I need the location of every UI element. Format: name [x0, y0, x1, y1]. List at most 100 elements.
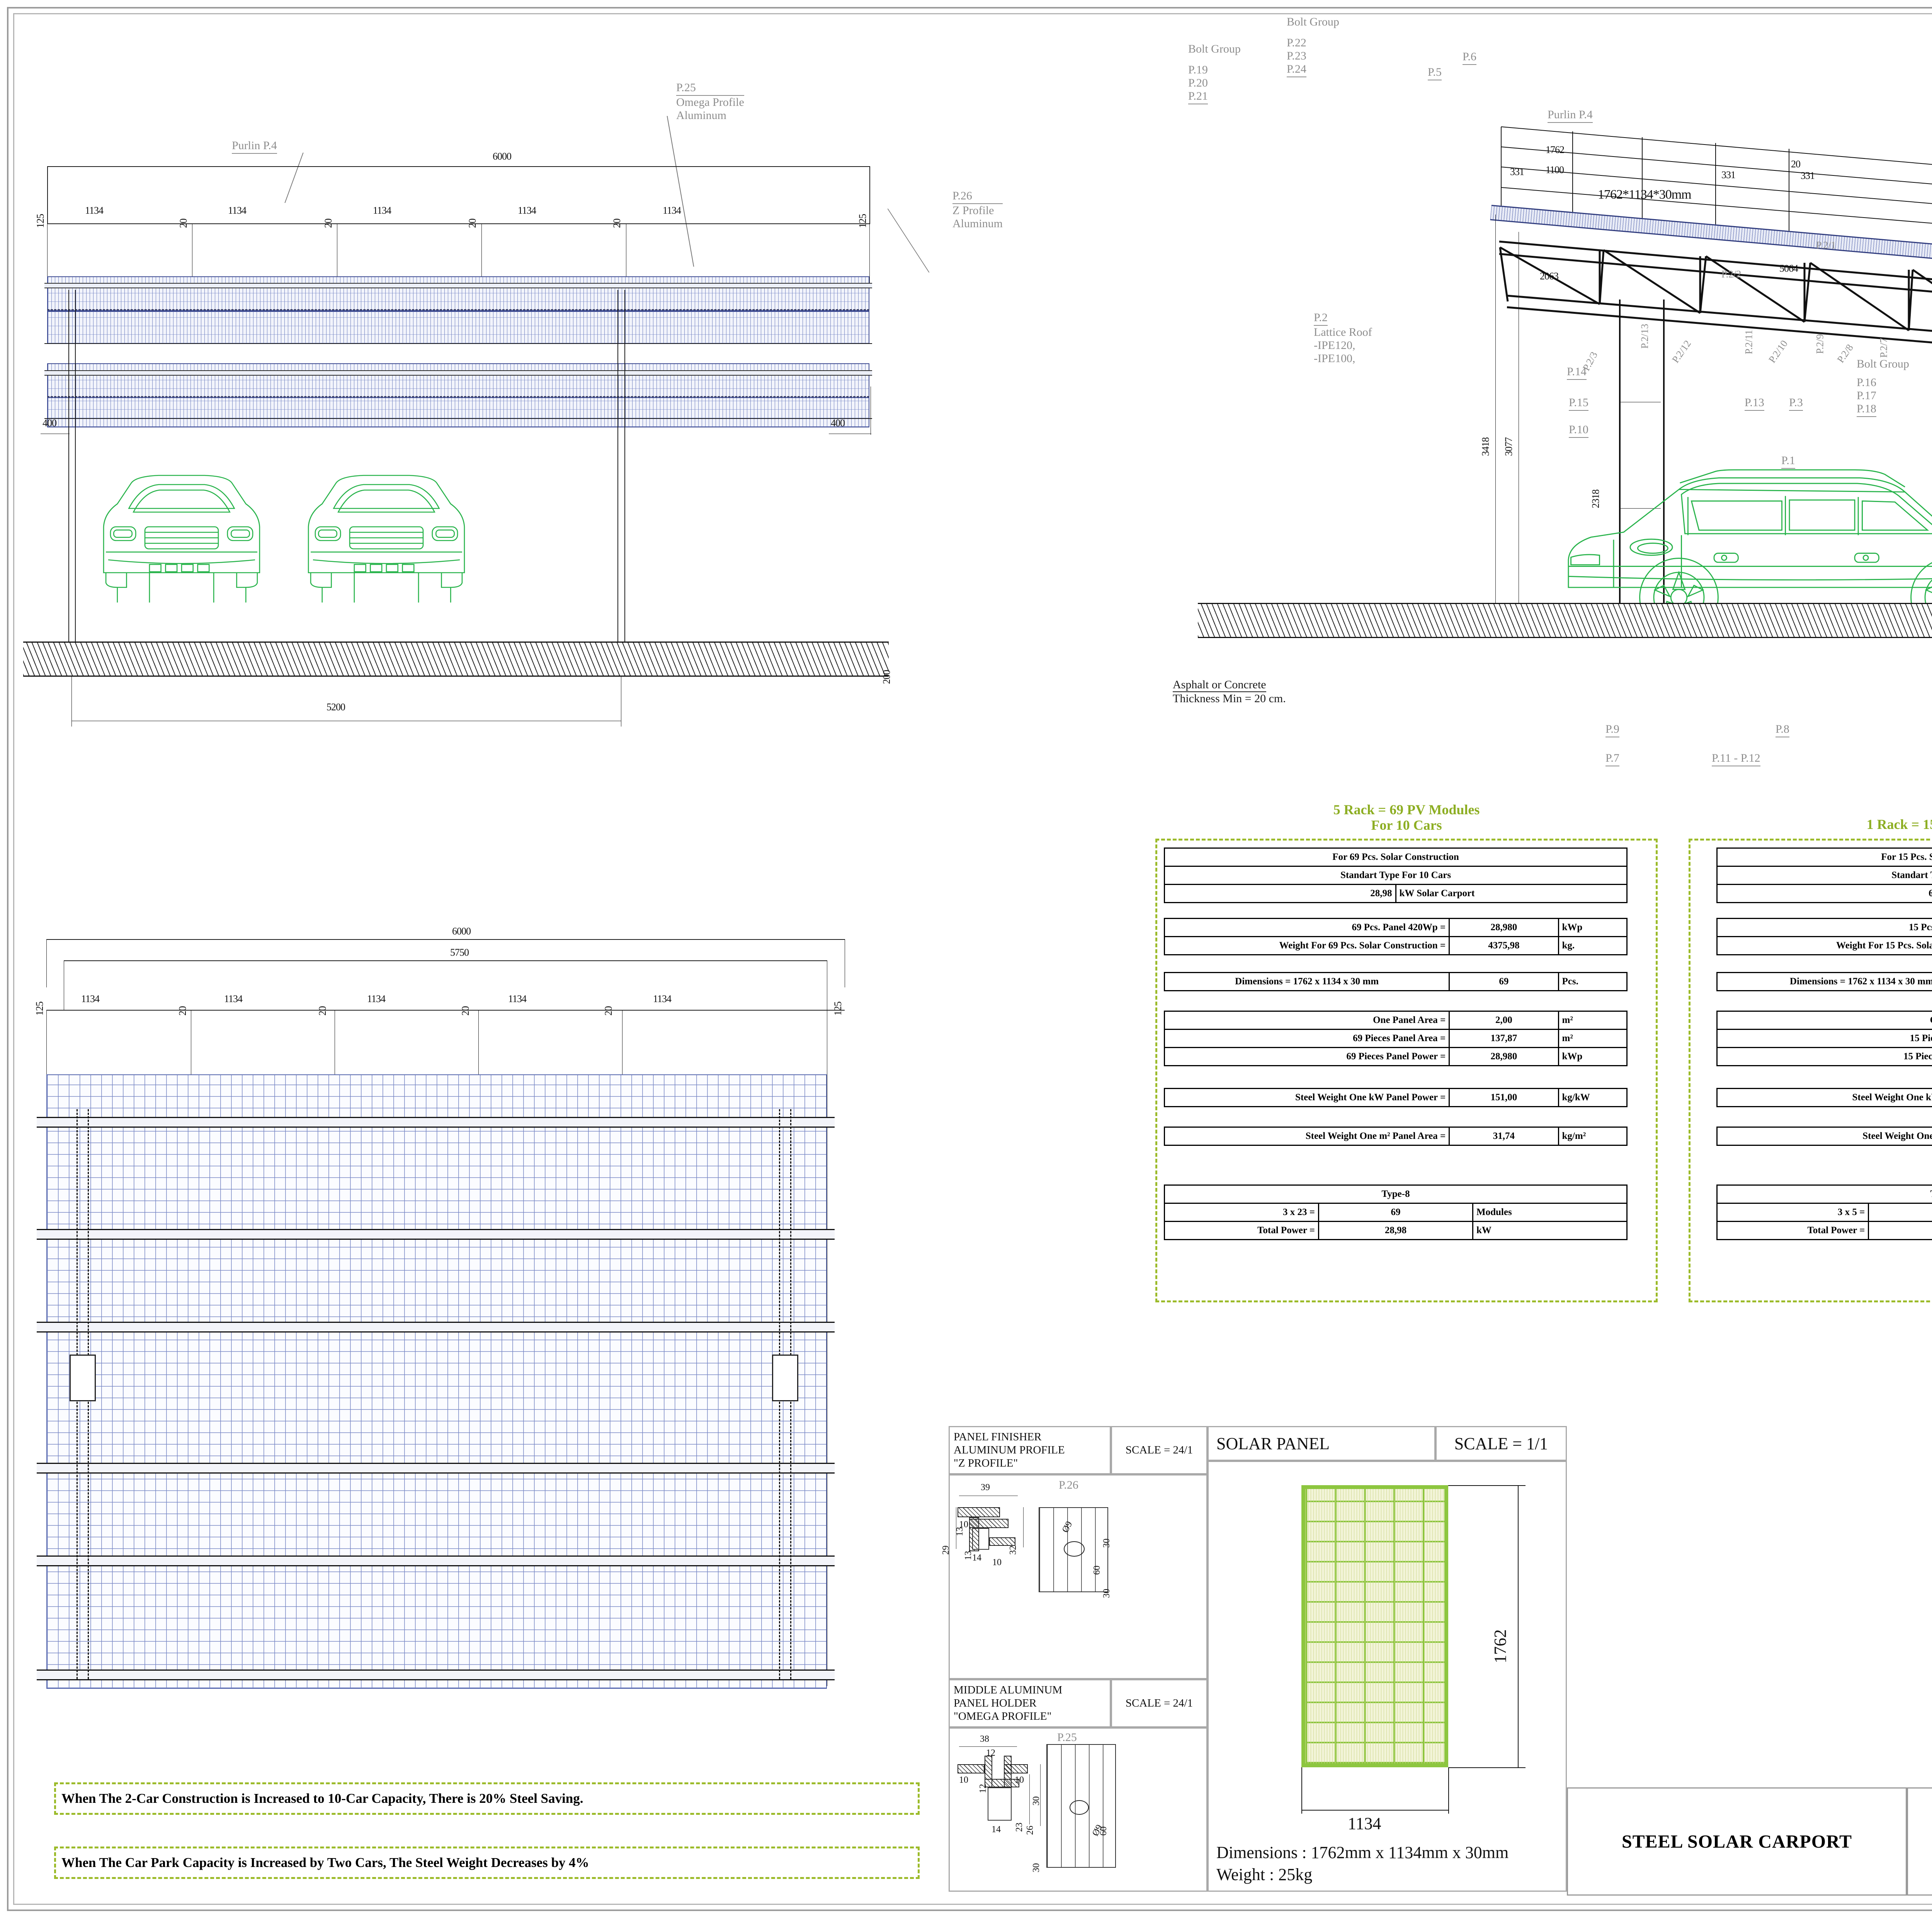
z-dim-30b: 30 — [1102, 1589, 1112, 1598]
spec-right-block2: 15 Pcs. Panel 420Wp = 6,300 kWp Weight F… — [1716, 918, 1932, 955]
om-dimline-26 — [1040, 1764, 1041, 1826]
plan-dimline-5750 — [64, 960, 827, 961]
front-elevation-view: Purlin P.4 P.25 Omega Profile Aluminum P… — [23, 23, 1012, 730]
om-dim-10a: 10 — [959, 1775, 968, 1785]
cell: 28,980 — [1449, 1047, 1559, 1066]
plan-dim-20-4: 20 — [603, 1006, 614, 1016]
column-band-2 — [1620, 508, 1661, 509]
detail-omega-drawing-box: P.25 38 12 10 10 12 14 23 26 Ø9 30 60 30 — [949, 1727, 1208, 1892]
dim-offset-left-400: 400 — [43, 417, 57, 429]
note-panel-size-section: 1762*1134*30mm — [1598, 187, 1692, 202]
cell: 6,3 — [1868, 1221, 1932, 1240]
cell: 151,00 — [1449, 1088, 1559, 1107]
dim-ground-thickness-200: 200 — [881, 670, 892, 684]
dim-chain-1134-1: 1134 — [85, 205, 104, 216]
label-p10: P.10 — [1569, 423, 1588, 438]
tag-p2-9: P.2/9 — [1814, 334, 1826, 354]
dim-1100-a: 1100 — [1546, 164, 1564, 175]
bolt-group-right-p17: P.17 — [1857, 389, 1876, 402]
detail-z-cap-3: "Z PROFILE" — [954, 1457, 1018, 1470]
plan-baseplate-right — [772, 1355, 798, 1401]
om-dim-23: 23 — [1014, 1823, 1024, 1832]
label-p15: P.15 — [1569, 396, 1588, 411]
spec-right-block6: Steel Weight One m² Panel Area = 40,56 k… — [1716, 1127, 1932, 1146]
cell: 6,3 — [1716, 884, 1932, 903]
cell: 69 — [1449, 972, 1559, 991]
om-hole — [1070, 1800, 1089, 1815]
column-right — [617, 290, 618, 642]
cell: 4375,98 — [1449, 936, 1559, 955]
cell: Total Power = — [1164, 1221, 1319, 1240]
section-column — [1619, 300, 1665, 634]
label-p6: P.6 — [1463, 50, 1476, 65]
label-p13: P.13 — [1745, 396, 1764, 411]
om-bottom — [985, 1779, 1019, 1787]
label-p5: P.5 — [1428, 66, 1442, 80]
cell: 69 — [1318, 1203, 1473, 1222]
cell: 28,98 — [1318, 1221, 1473, 1240]
pv-dim-width-ext-r — [1448, 1767, 1449, 1814]
cell: 137,87 — [1449, 1029, 1559, 1048]
bolt-group-left-title: Bolt Group — [1188, 43, 1241, 55]
column-left — [68, 290, 69, 642]
cell: 2,00 — [1449, 1011, 1559, 1030]
plan-dim-20-1: 20 — [177, 1006, 188, 1016]
detail-omega-scale: SCALE = 24/1 — [1125, 1697, 1193, 1709]
dim-chain-20-4: 20 — [611, 219, 622, 228]
dash-lower — [47, 396, 869, 397]
spec-right-block7: Type-8 3 x 5 = 15 Modules Total Power = … — [1716, 1184, 1932, 1240]
cell: Pcs. — [1558, 972, 1628, 991]
column-left-2 — [75, 290, 76, 642]
om-stem — [988, 1787, 1012, 1821]
pv-roof-strip-lower — [47, 363, 869, 398]
plan-dim-6000: 6000 — [452, 926, 471, 937]
solar-panel-title: SOLAR PANEL — [1216, 1434, 1330, 1453]
cell: 15 Pieces Panel Power = — [1716, 1047, 1932, 1066]
plan-dimline-6000 — [46, 939, 845, 940]
detail-omega-caption: MIDDLE ALUMINUM PANEL HOLDER "OMEGA PROF… — [950, 1680, 1110, 1726]
pv-dim-height-ext-bot — [1448, 1767, 1526, 1768]
solar-panel-drawing-box: 1762 1134 Dimensions : 1762mm x 1134mm x… — [1208, 1461, 1567, 1892]
bolt-group-top-p24: P.24 — [1287, 63, 1306, 77]
cell: One Panel Area = — [1163, 1011, 1450, 1030]
z-dimline-32 — [1023, 1507, 1024, 1547]
detail-z-cap-2: ALUMINUM PROFILE — [954, 1444, 1065, 1457]
title-block-project-text: STEEL SOLAR CARPORT — [1621, 1831, 1852, 1852]
pv-roof-strip-bottom — [47, 397, 869, 427]
spec-left-title-2: For 10 Cars — [1371, 817, 1442, 833]
plan-dim-20-3: 20 — [460, 1006, 471, 1016]
solar-panel-title-box: SOLAR PANEL — [1208, 1426, 1435, 1461]
label-p2-code: P.2 — [1314, 311, 1328, 326]
cell: 69 Pieces Panel Power = — [1163, 1047, 1450, 1066]
pv-dim-1134: 1134 — [1348, 1814, 1381, 1833]
cell: kWp — [1558, 918, 1628, 937]
plan-purlin-3 — [37, 1322, 835, 1333]
label-p2-l4: -IPE100, — [1314, 352, 1355, 365]
plan-view: 6000 5750 125 1134 20 1134 20 1134 20 11… — [23, 842, 970, 1720]
label-p1: P.1 — [1781, 454, 1795, 469]
pv-dim-height-ext-top — [1448, 1485, 1526, 1486]
dim-1762-a: 1762 — [1546, 144, 1565, 155]
bolt-group-right-p16: P.16 — [1857, 376, 1876, 389]
cell: For 69 Pcs. Solar Construction — [1164, 848, 1628, 867]
z-dim-32: 32 — [1008, 1545, 1018, 1555]
spec-left-title-1: 5 Rack = 69 PV Modules — [1333, 802, 1480, 817]
solar-panel-scale-box: SCALE = 1/1 — [1435, 1426, 1567, 1461]
z-hole — [1064, 1541, 1085, 1557]
spec-left-block7: Type-8 3 x 23 = 69 Modules Total Power =… — [1164, 1184, 1628, 1240]
spec-left-block4: One Panel Area = 2,00 m² 69 Pieces Panel… — [1163, 1011, 1628, 1066]
ground-slab-section — [1198, 603, 1932, 638]
label-p9: P.9 — [1605, 723, 1619, 737]
solar-panel-scale: SCALE = 1/1 — [1454, 1434, 1548, 1453]
tag-p2-11: P.2/11 — [1743, 330, 1755, 354]
sheet-frame-inner — [13, 13, 1932, 1905]
tick-1 — [47, 223, 48, 285]
dim-chain-1134-2: 1134 — [228, 205, 247, 216]
dim-331-c: 331 — [1801, 170, 1815, 181]
plan-dim-125-r: 125 — [832, 1002, 844, 1016]
section-dim-chain: 331 1762 1100 331 20 331 5326 1762 1100 … — [1179, 15, 1932, 286]
label-p26-code: P.26 — [952, 189, 1003, 204]
pv-dim-width-ext-l — [1301, 1767, 1302, 1814]
plan-dim-1134-2: 1134 — [224, 993, 243, 1004]
